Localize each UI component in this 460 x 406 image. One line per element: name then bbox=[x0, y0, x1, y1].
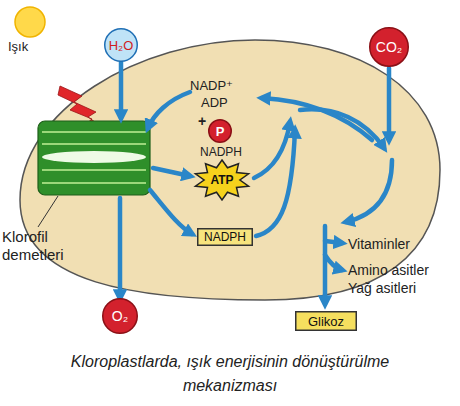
nadph-arrow bbox=[150, 190, 192, 234]
glucose-box: Glikoz bbox=[295, 311, 357, 331]
return-arrow bbox=[148, 92, 190, 128]
oxygen-circle-text: O₂ bbox=[112, 309, 128, 323]
product-label: Yağ asitleri bbox=[348, 280, 416, 296]
leader-line bbox=[38, 196, 58, 227]
atp-star-fill bbox=[195, 160, 248, 200]
oxygen-circle-fill bbox=[103, 299, 138, 334]
thylakoid-stripe bbox=[42, 143, 146, 145]
co2-arrow bbox=[387, 68, 392, 140]
molecule-label: ADP bbox=[201, 96, 228, 111]
chlorophyll-stack-text: Klorofil demetleri bbox=[2, 228, 82, 264]
figure-caption: Kloroplastlarda, ışık enerjisinin dönüşt… bbox=[40, 350, 420, 398]
molecule-label: NADP⁺ bbox=[190, 79, 233, 94]
co2-circle-fill bbox=[370, 28, 409, 67]
atp-star: ATP bbox=[194, 160, 250, 200]
cycle-arrow bbox=[346, 160, 392, 222]
chlorophyll-stack: Klorofil demetleri bbox=[35, 118, 153, 198]
phosphate-circle-text: P bbox=[216, 125, 225, 138]
chloroplast bbox=[20, 40, 440, 300]
thylakoid-highlight bbox=[42, 151, 146, 163]
output-arrow bbox=[325, 255, 342, 270]
nadph-box-fill bbox=[198, 229, 253, 246]
water-circle-fill bbox=[105, 29, 138, 62]
cycle-arrow bbox=[300, 109, 384, 148]
oxygen-circle: O₂ bbox=[102, 298, 138, 334]
thylakoid-stripe bbox=[42, 169, 146, 171]
water-circle: H₂O bbox=[104, 28, 138, 62]
glucose-box-text: Glikoz bbox=[308, 315, 344, 328]
light-label: Işık bbox=[8, 40, 28, 55]
atp-arrow bbox=[153, 168, 190, 176]
atp-star-text: ATP bbox=[210, 174, 233, 186]
water-circle-text: H₂O bbox=[109, 39, 134, 52]
thylakoid-stack bbox=[38, 121, 150, 195]
energy-arrow bbox=[254, 122, 290, 178]
output-arrow bbox=[323, 226, 328, 304]
phosphate-circle-fill bbox=[209, 120, 232, 143]
thylakoid-body bbox=[38, 121, 150, 195]
phosphate-circle: P bbox=[208, 119, 232, 143]
glucose-box-fill bbox=[296, 312, 357, 331]
nadph-box-text: NADPH bbox=[204, 231, 246, 243]
nadph-box: NADPH bbox=[197, 228, 253, 246]
energy-arrow bbox=[256, 130, 295, 236]
co2-circle: CO₂ bbox=[369, 27, 409, 67]
flow-connector bbox=[118, 198, 123, 298]
thylakoid-stripe bbox=[42, 182, 146, 184]
output-arrow bbox=[325, 241, 342, 243]
plus-sign: + bbox=[198, 113, 206, 129]
product-label: Amino asitler bbox=[348, 262, 429, 278]
co2-circle-text: CO₂ bbox=[376, 40, 402, 54]
sun bbox=[15, 7, 45, 37]
molecule-label: NADPH bbox=[200, 146, 242, 160]
product-label: Vitaminler bbox=[348, 236, 410, 252]
flow-connector bbox=[119, 62, 124, 118]
thylakoid-stripe bbox=[42, 131, 146, 133]
